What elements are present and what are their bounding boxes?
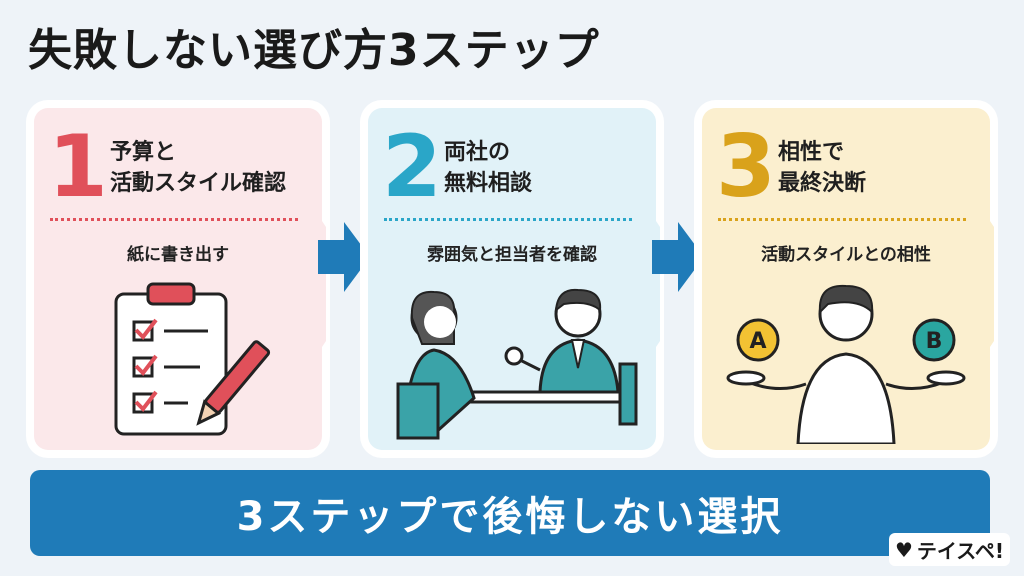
step-card-3: 3 相性で 最終決断 活動スタイルとの相性 A B (698, 104, 994, 454)
chevron-shape (972, 194, 994, 374)
summary-banner: 3ステップで後悔しない選択 (30, 470, 990, 556)
step-heading-line2: 無料相談 (444, 170, 533, 196)
dotted-divider (384, 218, 632, 221)
step-number: 3 (716, 117, 776, 217)
option-a-icon (736, 318, 780, 362)
step-heading-line1: 両社の (444, 140, 511, 165)
step-number: 1 (48, 117, 108, 217)
chevron-shape (304, 194, 326, 374)
brand-logo: ♥ テイスペ! (888, 533, 1010, 566)
step-card-1: 1 予算と 活動スタイル確認 紙に書き出す (30, 104, 326, 454)
chevron-shape (638, 194, 660, 374)
step-subtext: 紙に書き出す (127, 245, 229, 265)
banner-text: 3ステップで後悔しない選択 (236, 494, 784, 540)
step-heading: 相性で 最終決断 (778, 138, 866, 200)
step-heading-line1: 相性で (778, 140, 845, 165)
dotted-divider (718, 218, 966, 221)
comparing-person-icon: A B (726, 284, 966, 444)
option-a-label: A (749, 329, 766, 354)
heart-icon: ♥ (894, 537, 913, 562)
step-heading: 両社の 無料相談 (444, 138, 532, 200)
step-heading-line1: 予算と (110, 140, 177, 165)
step-subtext: 雰囲気と担当者を確認 (427, 245, 597, 265)
logo-text: テイスペ! (916, 539, 1004, 563)
arrow-right-icon (652, 222, 704, 292)
step-heading-line2: 活動スタイル確認 (110, 170, 287, 196)
option-b-label: B (926, 329, 943, 354)
consultation-people-icon (396, 288, 638, 440)
arrow-right-icon (318, 222, 370, 292)
page-title: 失敗しない選び方3ステップ (28, 25, 600, 76)
dotted-divider (50, 218, 298, 221)
option-b-icon (912, 318, 956, 362)
step-heading-line2: 最終決断 (778, 170, 867, 196)
step-heading: 予算と 活動スタイル確認 (110, 138, 286, 200)
step-subtext: 活動スタイルとの相性 (761, 245, 931, 265)
step-card-2: 2 両社の 無料相談 雰囲気と担当者を確認 (364, 104, 660, 454)
clipboard-checklist-icon (114, 282, 271, 436)
step-number: 2 (382, 117, 442, 217)
